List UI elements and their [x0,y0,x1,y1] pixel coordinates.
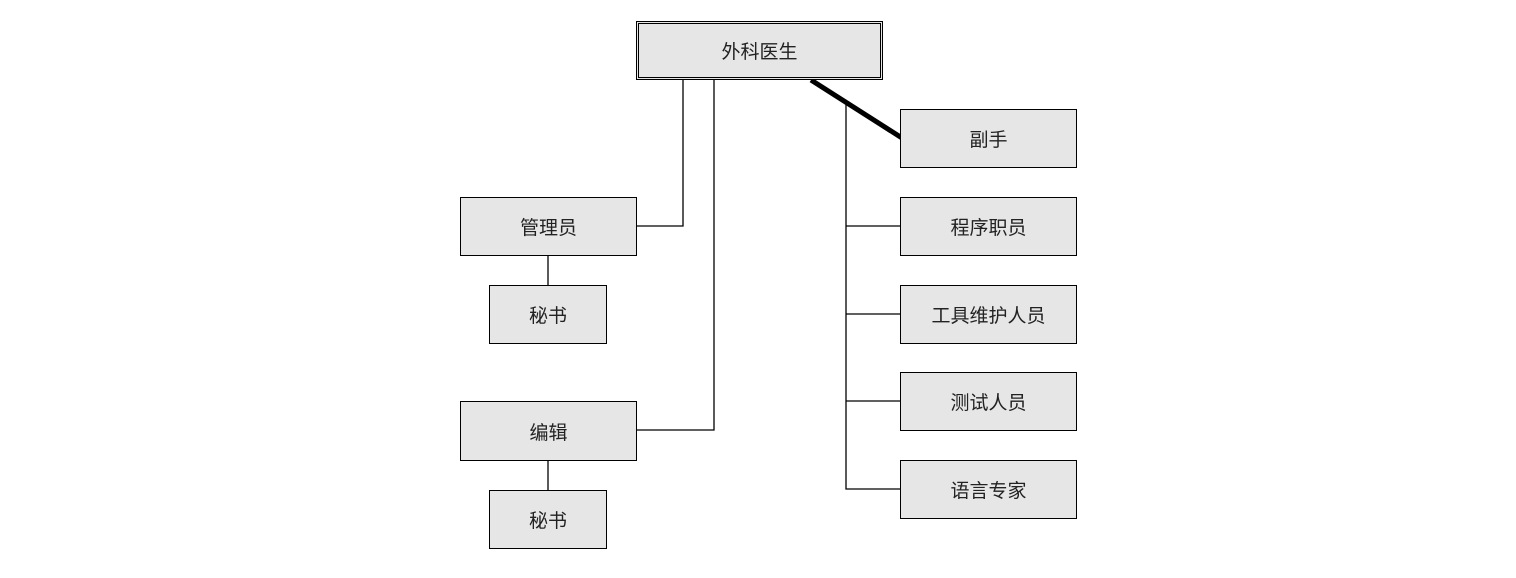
assistant-node: 副手 [900,109,1077,168]
assistant-label: 副手 [969,129,1008,151]
manager-node: 管理员 [460,197,637,256]
tester-node: 测试人员 [900,372,1077,431]
tester-label: 测试人员 [950,392,1027,414]
program-clerk-node: 程序职员 [900,197,1077,256]
surgeon-label: 外科医生 [721,41,798,63]
connector-root-assistant [809,77,904,141]
toolsmith-label: 工具维护人员 [931,305,1046,327]
manager-secretary-label: 秘书 [528,305,567,327]
connector-root-manager [636,78,684,227]
language-lawyer-label: 语言专家 [950,480,1027,502]
editor-secretary-node: 秘书 [489,490,607,549]
manager-secretary-node: 秘书 [489,285,607,344]
language-lawyer-node: 语言专家 [900,460,1077,519]
editor-node: 编辑 [460,401,637,461]
surgeon-node: 外科医生 [636,21,883,80]
manager-label: 管理员 [519,217,577,239]
editor-secretary-label: 秘书 [528,510,567,532]
connector-right-trunk [845,104,901,490]
editor-label: 编辑 [529,421,568,444]
toolsmith-node: 工具维护人员 [900,285,1077,344]
program-clerk-label: 程序职员 [950,217,1027,239]
connector-root-editor [636,78,715,431]
